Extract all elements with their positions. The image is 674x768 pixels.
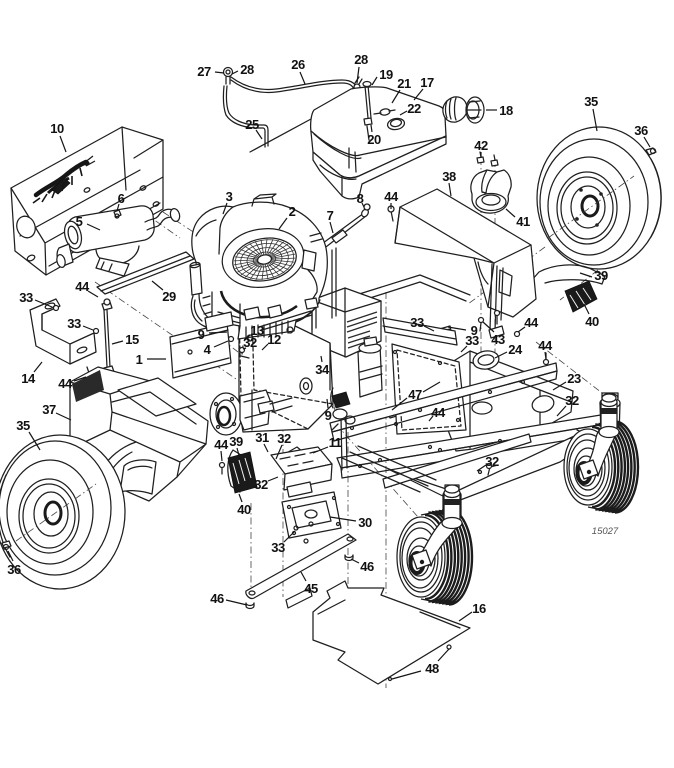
svg-text:32: 32 — [565, 393, 579, 408]
svg-text:15: 15 — [125, 332, 139, 347]
svg-text:9: 9 — [198, 327, 205, 342]
svg-text:15027: 15027 — [592, 526, 619, 537]
svg-text:33: 33 — [465, 333, 479, 348]
svg-text:18: 18 — [499, 103, 513, 118]
svg-text:47: 47 — [408, 387, 422, 402]
svg-text:17: 17 — [420, 75, 434, 90]
svg-text:38: 38 — [442, 169, 456, 184]
svg-text:46: 46 — [210, 591, 224, 606]
svg-text:36: 36 — [634, 123, 648, 138]
svg-text:35: 35 — [584, 94, 598, 109]
svg-text:44: 44 — [214, 437, 229, 452]
svg-text:21: 21 — [397, 76, 411, 91]
svg-text:39: 39 — [594, 268, 608, 283]
svg-text:12: 12 — [267, 332, 281, 347]
svg-text:45: 45 — [304, 581, 318, 596]
svg-text:33: 33 — [67, 316, 81, 331]
svg-text:14: 14 — [21, 371, 36, 386]
svg-text:40: 40 — [585, 314, 599, 329]
svg-text:24: 24 — [508, 342, 523, 357]
svg-text:9: 9 — [471, 323, 478, 338]
svg-text:32: 32 — [485, 454, 499, 469]
svg-text:19: 19 — [379, 67, 393, 82]
svg-text:23: 23 — [567, 371, 581, 386]
svg-text:7: 7 — [327, 208, 334, 223]
svg-text:44: 44 — [524, 315, 539, 330]
svg-text:33: 33 — [271, 540, 285, 555]
svg-text:41: 41 — [516, 214, 530, 229]
svg-text:28: 28 — [354, 52, 368, 67]
svg-text:44: 44 — [538, 338, 553, 353]
svg-text:36: 36 — [7, 562, 21, 577]
svg-text:32: 32 — [254, 477, 268, 492]
svg-text:27: 27 — [197, 64, 211, 79]
svg-text:46: 46 — [360, 559, 374, 574]
svg-text:20: 20 — [367, 132, 381, 147]
svg-text:33: 33 — [410, 315, 424, 330]
svg-text:13: 13 — [250, 323, 264, 338]
svg-text:32: 32 — [243, 335, 257, 350]
svg-text:44: 44 — [58, 376, 73, 391]
svg-text:40: 40 — [237, 502, 251, 517]
svg-text:6: 6 — [118, 191, 125, 206]
svg-text:34: 34 — [315, 362, 330, 377]
svg-text:16: 16 — [472, 601, 486, 616]
svg-text:44: 44 — [431, 405, 446, 420]
svg-text:4: 4 — [204, 342, 212, 357]
svg-text:9: 9 — [325, 408, 332, 423]
svg-text:37: 37 — [42, 402, 56, 417]
svg-text:3: 3 — [226, 189, 233, 204]
svg-text:32: 32 — [277, 431, 291, 446]
svg-text:8: 8 — [357, 191, 364, 206]
svg-text:2: 2 — [289, 204, 296, 219]
svg-text:11: 11 — [329, 435, 342, 450]
svg-text:28: 28 — [240, 62, 254, 77]
svg-text:44: 44 — [75, 279, 90, 294]
svg-text:33: 33 — [19, 290, 33, 305]
svg-text:48: 48 — [425, 661, 439, 676]
svg-text:44: 44 — [384, 189, 399, 204]
svg-text:1: 1 — [136, 352, 143, 367]
svg-text:10: 10 — [50, 121, 64, 136]
svg-text:39: 39 — [229, 434, 243, 449]
svg-text:22: 22 — [407, 101, 421, 116]
svg-text:30: 30 — [358, 515, 372, 530]
svg-text:26: 26 — [291, 57, 305, 72]
svg-text:5: 5 — [76, 214, 83, 229]
svg-text:43: 43 — [491, 332, 505, 347]
svg-text:31: 31 — [255, 430, 269, 445]
svg-text:29: 29 — [162, 289, 176, 304]
svg-text:25: 25 — [245, 117, 259, 132]
svg-text:42: 42 — [474, 138, 488, 153]
svg-text:35: 35 — [16, 418, 30, 433]
